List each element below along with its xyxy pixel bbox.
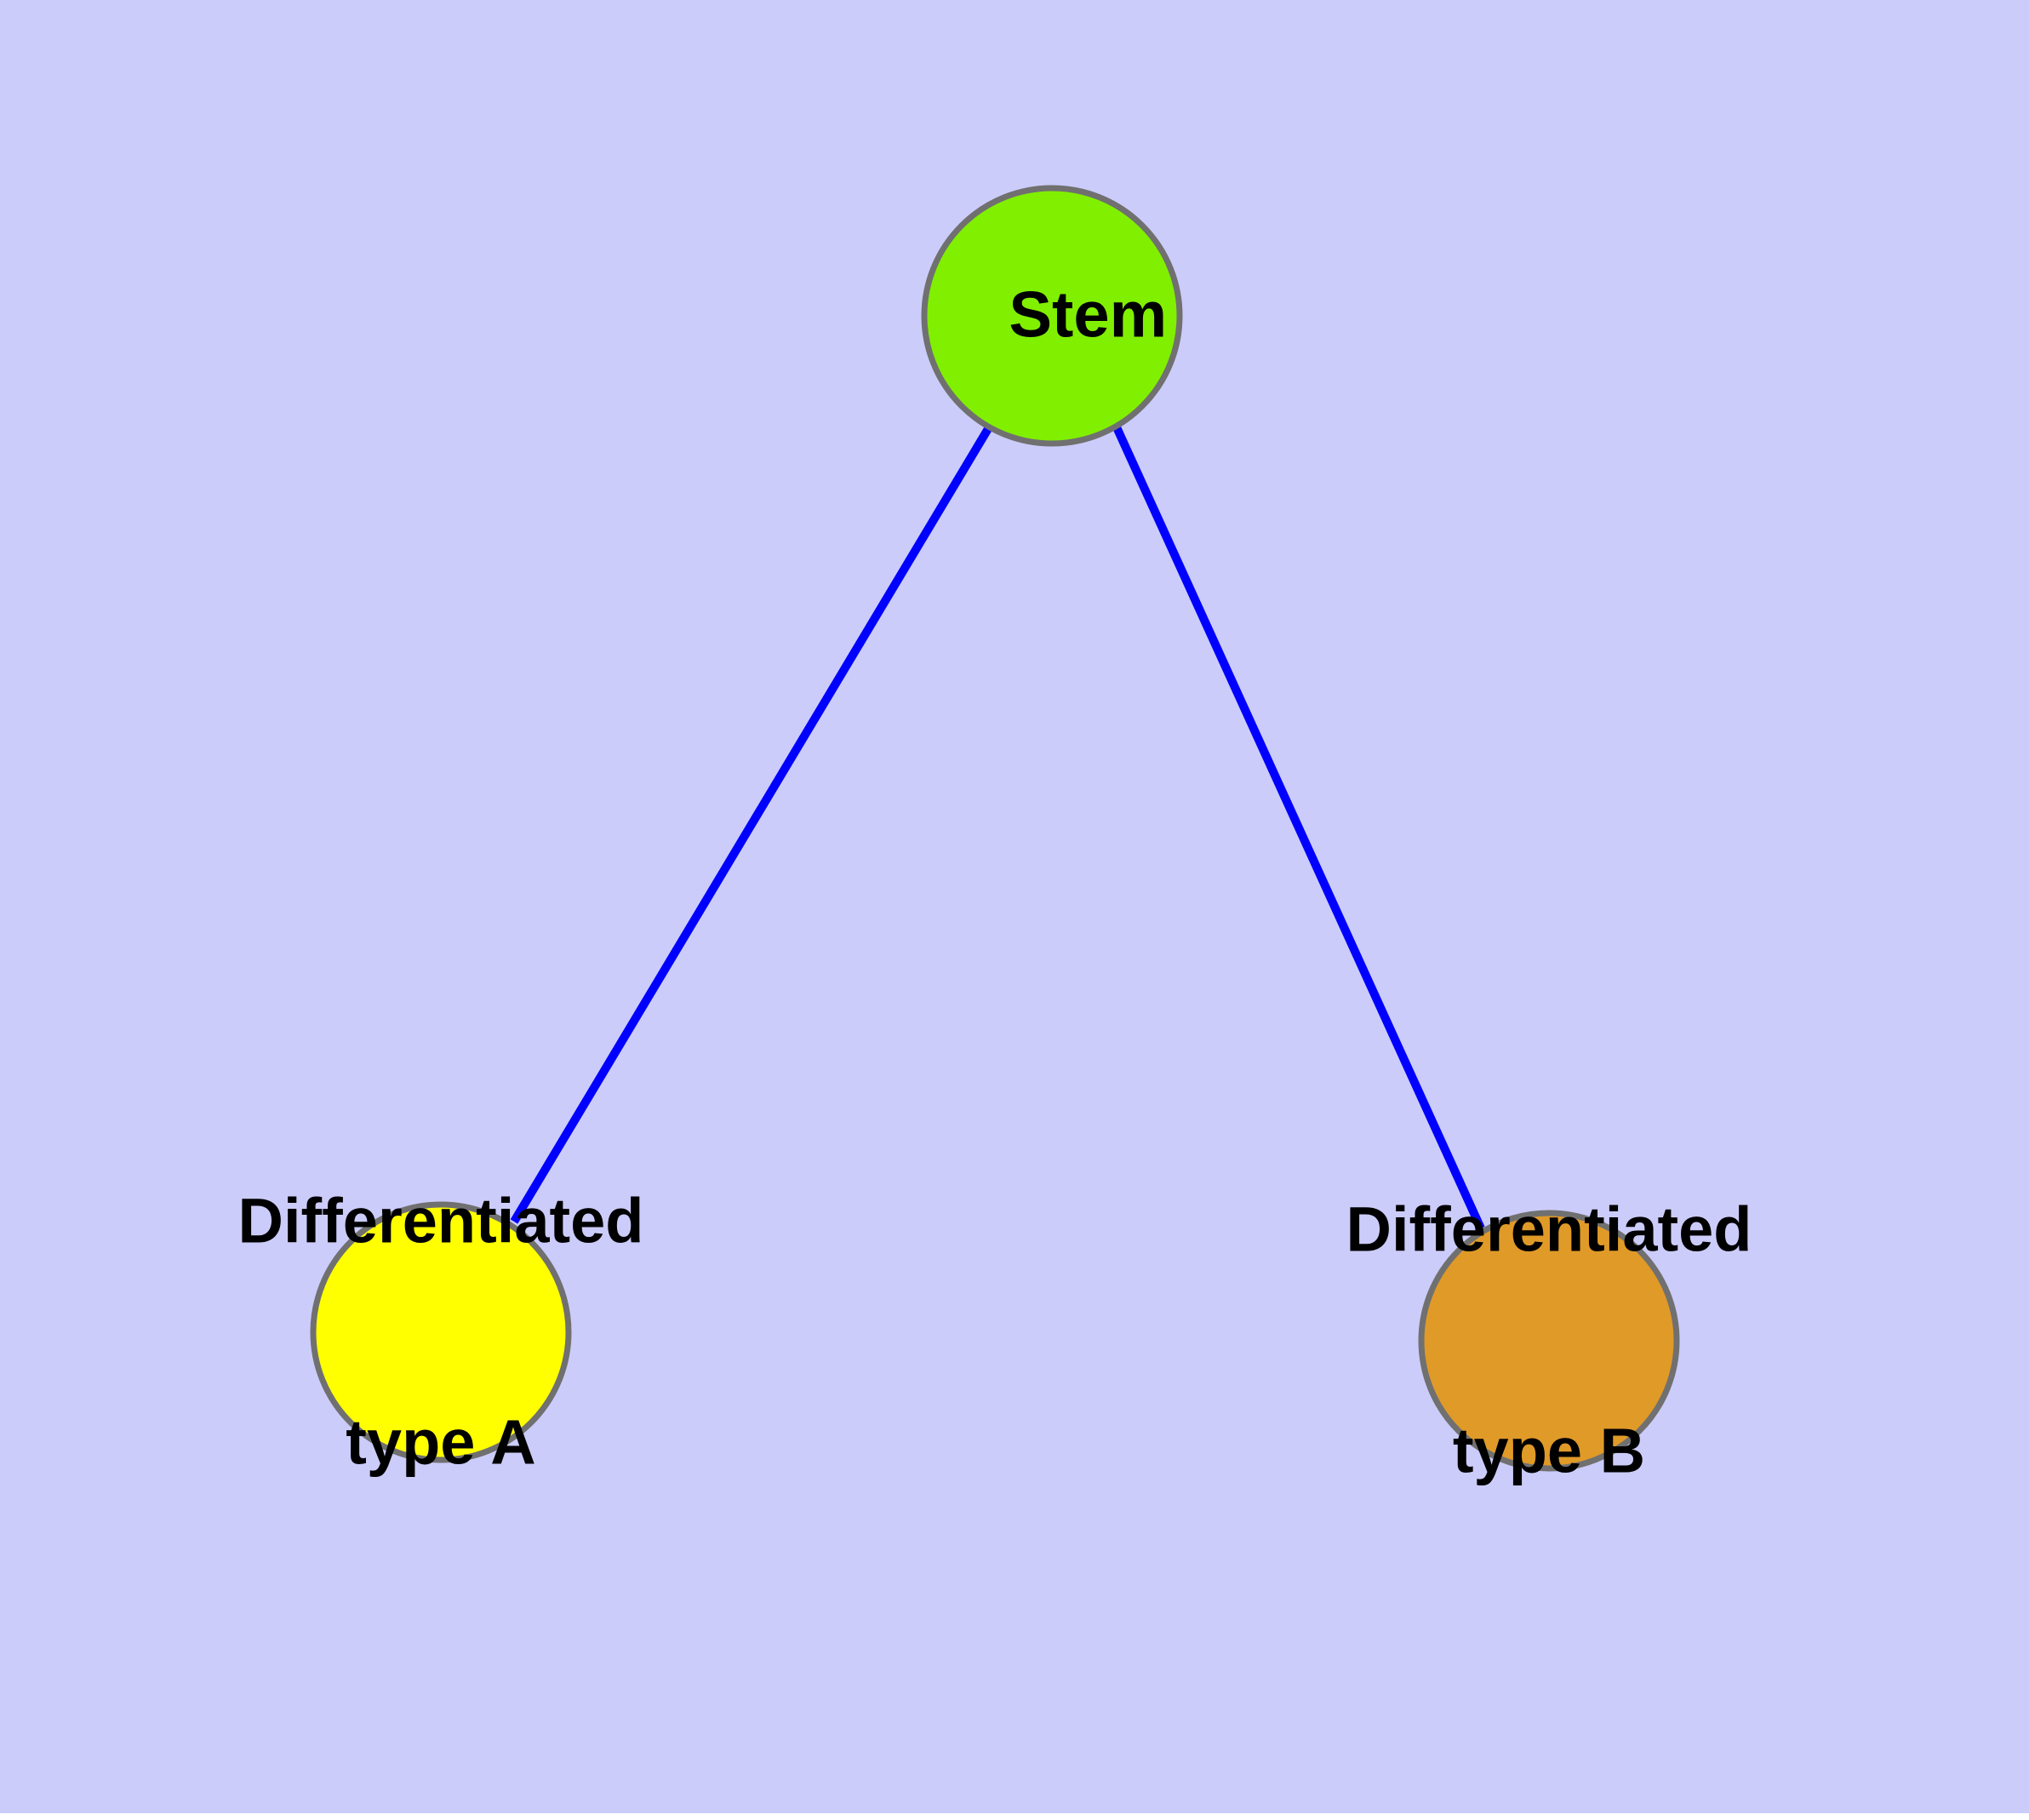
node-differentiated-type-a[interactable] — [310, 1201, 572, 1463]
node-layer — [310, 185, 1680, 1472]
edge-stem-to-differentiated-type-a[interactable] — [510, 425, 993, 1224]
node-differentiated-type-b[interactable] — [1418, 1210, 1680, 1472]
edge-layer — [510, 425, 1485, 1231]
node-stem[interactable] — [921, 185, 1183, 447]
edge-stem-to-differentiated-type-b[interactable] — [1112, 425, 1485, 1231]
